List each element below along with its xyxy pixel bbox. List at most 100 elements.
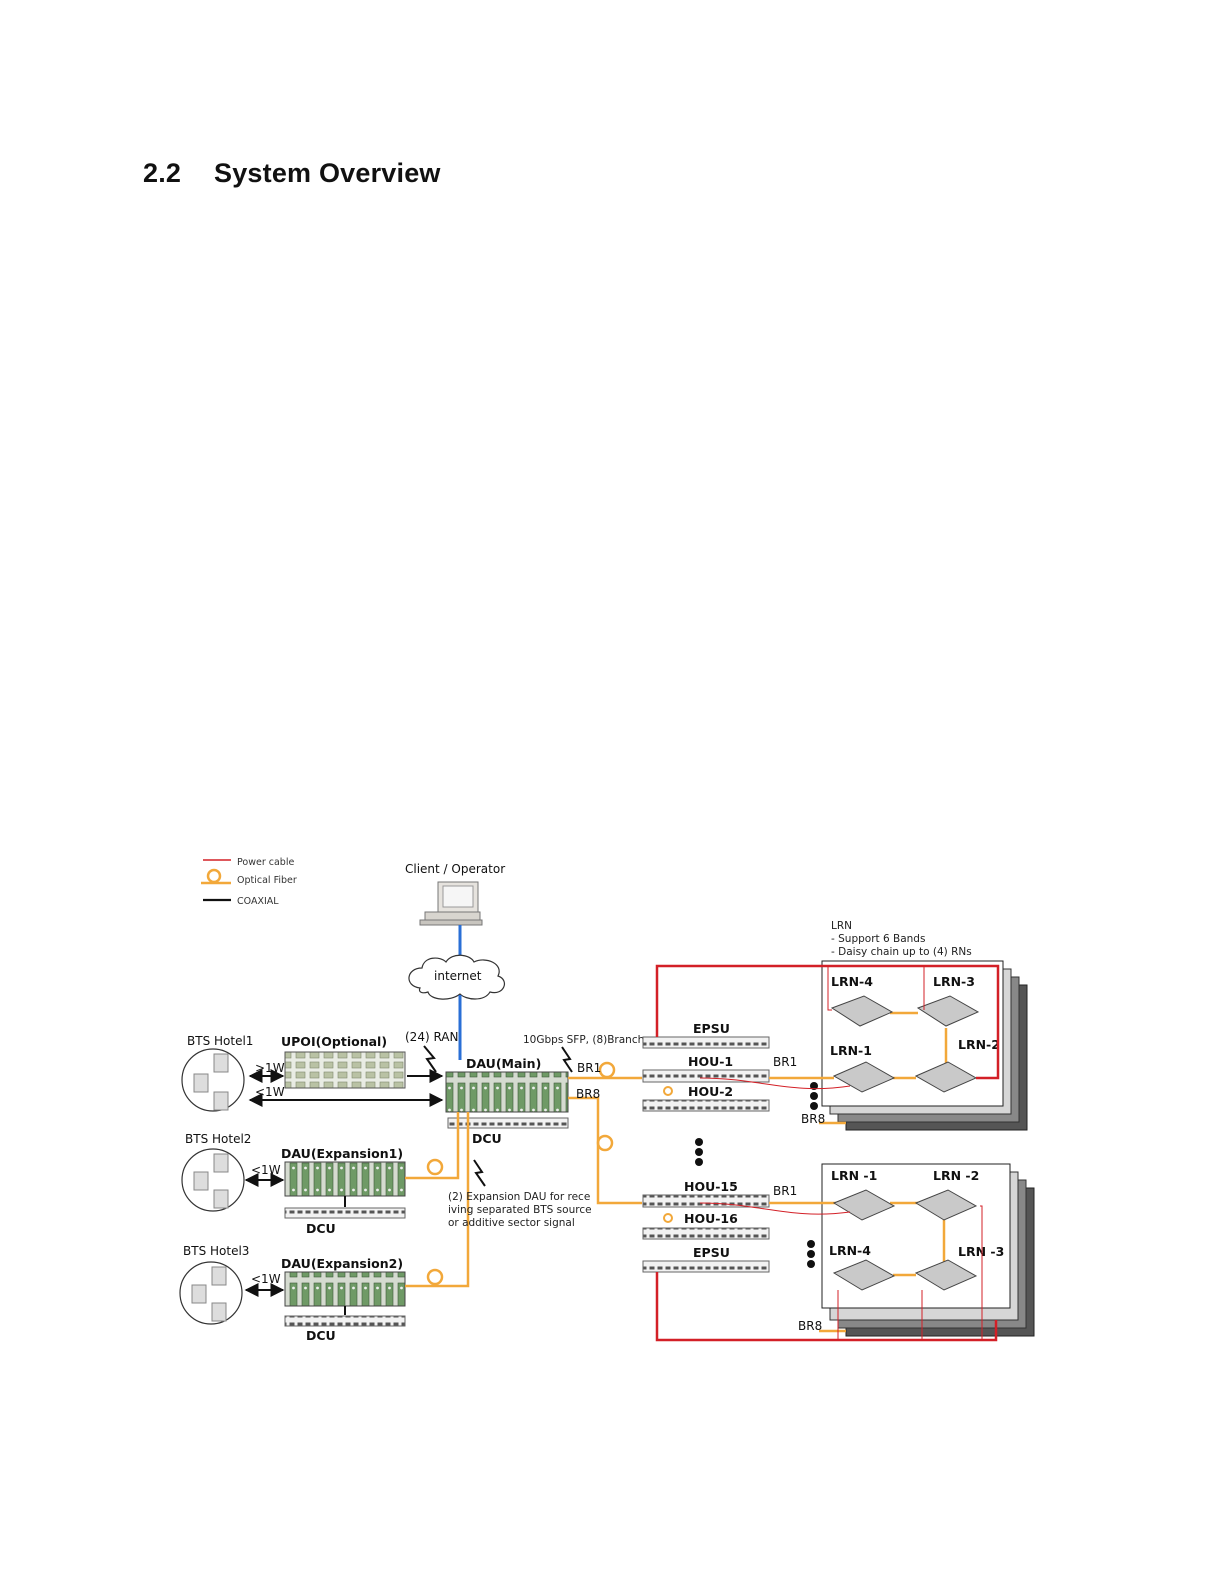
lrn-device-icon <box>916 995 980 1027</box>
bts-cabinet-icon <box>213 1053 229 1073</box>
bts-hotel1 <box>181 1048 245 1112</box>
dcu-main-rack <box>447 1117 569 1129</box>
lt1w-label-2: <1W <box>251 1163 281 1177</box>
expansion-note-line1: (2) Expansion DAU for rece <box>448 1191 590 1203</box>
main-branch-fiber <box>568 1061 642 1205</box>
sfp-label: 10Gbps SFP, (8)Branch <box>523 1034 644 1046</box>
section-title: System Overview <box>214 158 441 188</box>
client-operator-label: Client / Operator <box>405 862 505 876</box>
hou1-rack <box>642 1069 770 1083</box>
bts-cabinet-icon <box>193 1171 209 1191</box>
lrn-device-icon <box>914 1189 978 1221</box>
lrn-note-line3: - Daisy chain up to (4) RNs <box>831 946 972 958</box>
br1-main-label: BR1 <box>577 1061 601 1075</box>
bts-hotel3-label: BTS Hotel3 <box>183 1244 249 1258</box>
hou15-rack <box>642 1194 770 1208</box>
br1-top-label: BR1 <box>773 1055 797 1069</box>
dcu-exp2-label: DCU <box>306 1328 336 1343</box>
bts-cabinet-icon <box>213 1091 229 1111</box>
lrn-device-icon <box>832 1061 896 1093</box>
legend: Power cable Optical Fiber COAXIAL <box>201 857 297 907</box>
br8-main-label: BR8 <box>576 1087 600 1101</box>
hou16-label: HOU-16 <box>684 1211 738 1226</box>
lrn-top-fiber <box>769 1011 948 1125</box>
epsu-bottom-label: EPSU <box>693 1245 730 1260</box>
bts-hotel2 <box>181 1148 245 1212</box>
dau-exp2-rack <box>284 1271 406 1307</box>
bts-hotel3 <box>179 1261 243 1325</box>
expansion-note-line2: iving separated BTS source <box>448 1204 592 1216</box>
expansion-note-line3: or additive sector signal <box>448 1217 575 1229</box>
lrn-bottom-1-label: LRN -1 <box>831 1168 877 1183</box>
dau-main-label: DAU(Main) <box>466 1056 541 1071</box>
bts-cabinet-icon <box>193 1073 209 1093</box>
vertical-ellipsis-icon <box>807 1240 815 1268</box>
br1-bottom-label: BR1 <box>773 1184 797 1198</box>
hou16-rack <box>642 1227 770 1240</box>
expansion-lightning-icon <box>473 1159 486 1187</box>
dau-main-rack <box>445 1071 569 1113</box>
bts-hotel1-label: BTS Hotel1 <box>187 1034 253 1048</box>
lrn-bottom-nodes <box>832 1189 978 1291</box>
epsu-top-rack <box>642 1036 770 1049</box>
bts-hotel2-label: BTS Hotel2 <box>185 1132 251 1146</box>
upoi-rack <box>284 1051 406 1089</box>
internet-cloud <box>408 954 506 1000</box>
lrn-top-3-label: LRN-3 <box>933 974 975 989</box>
lrn-top-2-label: LRN-2 <box>958 1037 1000 1052</box>
section-number: 2.2 <box>143 158 182 188</box>
epsu-bottom-rack <box>642 1260 770 1273</box>
br8-top-label: BR8 <box>801 1112 825 1126</box>
upoi-label: UPOI(Optional) <box>281 1034 387 1049</box>
expansion-fiber <box>405 1112 470 1288</box>
bts-cabinet-icon <box>211 1302 227 1322</box>
lrn-bottom-fiber <box>769 1201 946 1333</box>
dcu-exp2-rack <box>284 1315 406 1327</box>
power-cables <box>655 964 1000 1342</box>
lrn-bottom-3-label: LRN -3 <box>958 1244 1004 1259</box>
lrn-top-1-label: LRN-1 <box>830 1043 872 1058</box>
section-heading: 2.2 System Overview <box>143 158 441 189</box>
gt1w-label: >1W <box>255 1061 285 1075</box>
lrn-top-4-label: LRN-4 <box>831 974 873 989</box>
br8-bottom-label: BR8 <box>798 1319 822 1333</box>
dcu-exp1-rack <box>284 1207 406 1219</box>
bts-cabinet-icon <box>213 1189 229 1209</box>
dcu-exp1-label: DCU <box>306 1221 336 1236</box>
computer-icon <box>419 881 483 926</box>
dcu-main-label: DCU <box>472 1131 502 1146</box>
lrn-top-nodes <box>830 995 980 1093</box>
lrn-device-icon <box>832 1259 896 1291</box>
ran-lightning-icon <box>423 1045 437 1073</box>
hou1-label: HOU-1 <box>688 1054 733 1069</box>
hou2-label: HOU-2 <box>688 1084 733 1099</box>
sfp-lightning-icon <box>561 1046 573 1073</box>
lrn-note-line2: - Support 6 Bands <box>831 933 925 945</box>
epsu-top-label: EPSU <box>693 1021 730 1036</box>
lrn-device-icon <box>832 1189 896 1221</box>
lrn-device-icon <box>914 1259 978 1291</box>
legend-coax-label: COAXIAL <box>237 896 279 907</box>
ran-label: (24) RAN <box>405 1030 458 1044</box>
dau-exp1-rack <box>284 1161 406 1197</box>
legend-fiber-label: Optical Fiber <box>237 875 297 886</box>
lrn-bottom-4-label: LRN-4 <box>829 1243 871 1258</box>
bts-cabinet-icon <box>213 1153 229 1173</box>
hou2-rack <box>642 1099 770 1112</box>
lrn-note-line1: LRN <box>831 920 852 932</box>
vertical-ellipsis-icon <box>695 1138 703 1166</box>
legend-fiber-swatch <box>206 868 222 884</box>
bts-cabinet-icon <box>191 1284 207 1304</box>
lrn-device-icon <box>830 995 894 1027</box>
dau-exp1-label: DAU(Expansion1) <box>281 1146 403 1161</box>
hou15-label: HOU-15 <box>684 1179 738 1194</box>
dau-exp2-label: DAU(Expansion2) <box>281 1256 403 1271</box>
legend-power-label: Power cable <box>237 857 294 868</box>
lrn-bottom-2-label: LRN -2 <box>933 1168 979 1183</box>
lrn-top-stack <box>821 960 1028 1131</box>
lt1w-label-1: <1W <box>255 1085 285 1099</box>
lt1w-label-3: <1W <box>251 1272 281 1286</box>
vertical-ellipsis-icon <box>810 1082 818 1110</box>
bts-cabinet-icon <box>211 1266 227 1286</box>
